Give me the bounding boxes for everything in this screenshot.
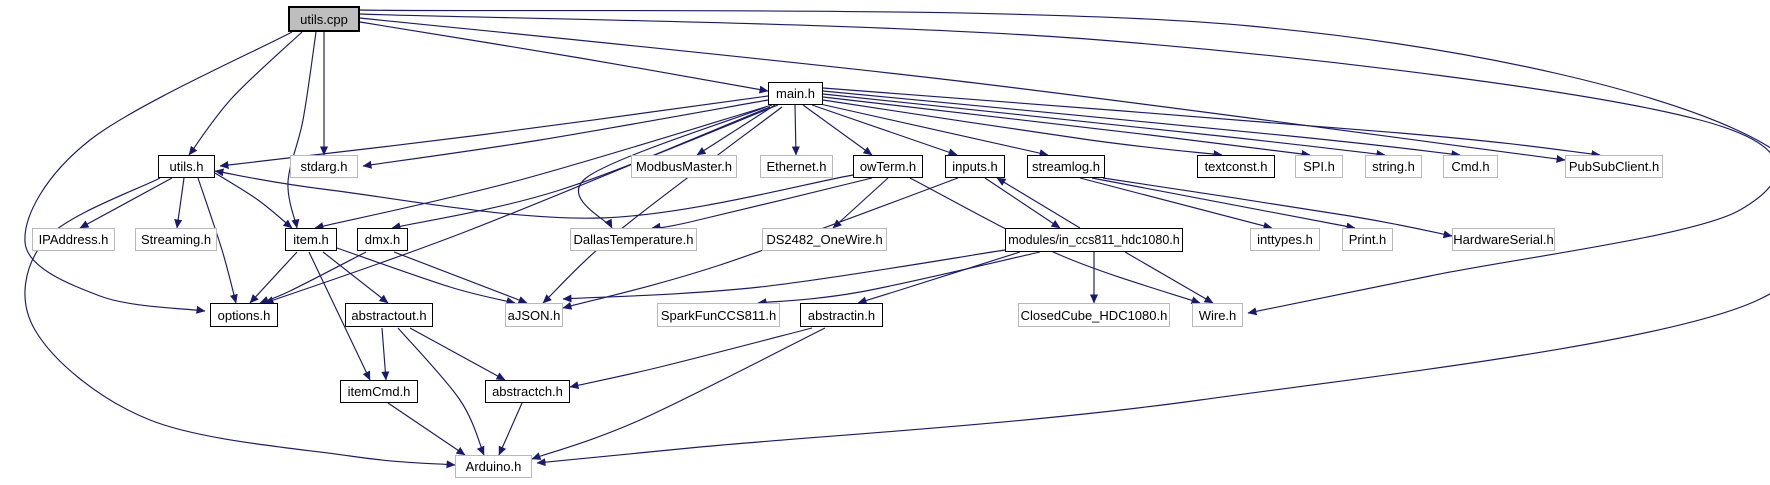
graph-node-owterm_h[interactable]: owTerm.h	[853, 155, 923, 178]
include-edge-utils_cpp-to-options_h	[24, 31, 293, 314]
include-edge-modules_in_ccs811_hdc1080_h-to-ajson_h	[562, 249, 1006, 303]
include-edge-owterm_h-to-dallastemperature_h	[651, 177, 873, 231]
include-edge-abstractin_h-to-abstractch_h	[569, 327, 813, 390]
include-edge-owterm_h-to-utils_h	[214, 168, 854, 219]
include-edge-main_h-to-stdarg_h	[362, 99, 769, 169]
graph-node-abstractout_h[interactable]: abstractout.h	[345, 303, 433, 327]
graph-node-print_h: Print.h	[1342, 228, 1393, 251]
graph-node-inttypes_h: inttypes.h	[1250, 228, 1320, 251]
include-edge-main_h-to-dallastemperature_h	[577, 106, 767, 229]
include-edge-itemcmd_h-to-arduino_h	[387, 402, 466, 456]
graph-node-streaming_h: Streaming.h	[135, 228, 217, 251]
include-edge-owterm_h-to-wire_h	[909, 177, 1201, 305]
include-edge-inputs_h-to-ajson_h	[562, 177, 959, 310]
graph-node-inputs_h[interactable]: inputs.h	[945, 155, 1005, 178]
include-edge-item_h-to-itemcmd_h	[308, 251, 371, 381]
graph-node-pubsubclient_h: PubSubClient.h	[1565, 155, 1663, 178]
include-edge-inputs_h-to-modules_in_ccs811_hdc1080_h	[984, 177, 1061, 229]
include-edge-modules_in_ccs811_hdc1080_h-to-wire_h	[1124, 251, 1214, 304]
graph-node-wire_h: Wire.h	[1192, 303, 1243, 327]
include-edge-item_h-to-abstractout_h	[322, 251, 389, 304]
graph-node-sparkfunccs811_h: SparkFunCCS811.h	[657, 303, 780, 327]
include-edge-main_h-to-item_h	[314, 104, 773, 230]
graph-node-arduino_h: Arduino.h	[455, 455, 532, 478]
include-edge-main_h-to-dmx_h	[391, 104, 779, 231]
graph-node-cmd_h: Cmd.h	[1443, 155, 1498, 178]
include-edge-utils_h-to-streaming_h	[174, 177, 185, 229]
include-edge-dmx_h-to-options_h	[259, 251, 367, 304]
include-edge-utils_cpp-to-arduino_h	[359, 9, 1770, 467]
include-edge-main_h-to-pubsubclient_h	[822, 87, 1601, 159]
graph-node-abstractin_h[interactable]: abstractin.h	[800, 303, 883, 327]
include-edge-abstractch_h-to-arduino_h	[498, 402, 523, 456]
include-edge-main_h-to-inputs_h	[811, 104, 958, 157]
include-edge-dmx_h-to-ajson_h	[393, 251, 528, 304]
graph-node-streamlog_h[interactable]: streamlog.h	[1027, 155, 1105, 178]
include-edge-main_h-to-string_h	[822, 93, 1386, 159]
include-edge-main_h-to-textconst_h	[822, 99, 1223, 159]
include-edge-modules_in_ccs811_hdc1080_h-to-sparkfunccs811_h	[757, 251, 1041, 307]
graph-node-modbusmaster_h: ModbusMaster.h	[631, 155, 737, 178]
include-edge-utils_cpp-to-main_h	[359, 21, 769, 94]
include-edge-main_h-to-ajson_h	[542, 106, 783, 304]
graph-node-closedcube_hdc1080_h: ClosedCube_HDC1080.h	[1018, 303, 1170, 327]
graph-node-utils_h[interactable]: utils.h	[158, 155, 215, 178]
include-edge-utils_h-to-item_h	[214, 172, 293, 229]
graph-node-utils_cpp[interactable]: utils.cpp	[288, 6, 360, 32]
include-edge-main_h-to-cmd_h	[822, 90, 1461, 159]
graph-node-string_h: string.h	[1365, 155, 1422, 178]
graph-node-modules_in_ccs811_hdc1080_h[interactable]: modules/in_ccs811_hdc1080.h	[1005, 228, 1183, 252]
include-edge-utils_h-to-ipaddress_h	[79, 177, 173, 229]
include-edge-utils_cpp-to-wire_h	[359, 13, 1770, 316]
include-edge-abstractout_h-to-arduino_h	[397, 327, 485, 456]
include-edge-abstractout_h-to-abstractch_h	[409, 327, 506, 381]
graph-node-itemcmd_h[interactable]: itemCmd.h	[340, 380, 418, 403]
include-edge-streamlog_h-to-hardwareserial_h	[1102, 177, 1453, 239]
include-edge-main_h-to-ethernet_h	[791, 104, 800, 156]
include-edge-main_h-to-streamlog_h	[819, 103, 1049, 158]
include-edge-modules_in_ccs811_hdc1080_h-to-abstractin_h	[857, 251, 1021, 305]
include-edge-abstractin_h-to-arduino_h	[531, 327, 826, 460]
graph-node-dmx_h[interactable]: dmx.h	[357, 228, 408, 251]
graph-node-main_h[interactable]: main.h	[768, 82, 823, 105]
graph-node-spi_h: SPI.h	[1295, 155, 1343, 178]
include-edge-utils_cpp-to-pubsubclient_h	[359, 17, 1566, 163]
include-edge-utils_cpp-to-utils_h	[188, 31, 303, 156]
include-edge-main_h-to-utils_h	[219, 95, 769, 169]
include-edge-streamlog_h-to-inttypes_h	[1079, 177, 1273, 230]
include-edge-utils_cpp-to-item_h	[287, 31, 317, 229]
graph-node-item_h[interactable]: item.h	[285, 228, 337, 251]
graph-node-ajson_h: aJSON.h	[505, 303, 563, 327]
graph-node-abstractch_h[interactable]: abstractch.h	[485, 380, 570, 403]
include-edge-main_h-to-options_h	[264, 106, 771, 304]
include-edge-main_h-to-spi_h	[822, 96, 1311, 158]
include-edge-utils_h-to-options_h	[197, 177, 238, 304]
include-edge-main_h-to-modbusmaster_h	[696, 104, 776, 156]
graph-node-stdarg_h: stdarg.h	[290, 155, 358, 178]
graph-node-ipaddress_h: IPAddress.h	[32, 228, 115, 251]
include-edge-owterm_h-to-ds2482_onewire_h	[832, 177, 889, 229]
include-edge-modules_in_ccs811_hdc1080_h-to-inputs_h	[996, 177, 1081, 229]
graph-node-ethernet_h: Ethernet.h	[760, 155, 833, 178]
include-edge-abstractout_h-to-itemcmd_h	[381, 327, 390, 381]
include-edge-streamlog_h-to-print_h	[1091, 177, 1356, 231]
graph-node-dallastemperature_h: DallasTemperature.h	[570, 228, 697, 251]
graph-node-ds2482_onewire_h: DS2482_OneWire.h	[762, 228, 887, 251]
include-edge-item_h-to-options_h	[249, 251, 298, 304]
graph-node-options_h[interactable]: options.h	[210, 303, 278, 327]
graph-node-textconst_h[interactable]: textconst.h	[1197, 155, 1275, 178]
include-edge-item_h-to-ajson_h	[336, 247, 516, 305]
include-edge-main_h-to-owterm_h	[802, 104, 873, 156]
graph-node-hardwareserial_h: HardwareSerial.h	[1452, 228, 1555, 251]
